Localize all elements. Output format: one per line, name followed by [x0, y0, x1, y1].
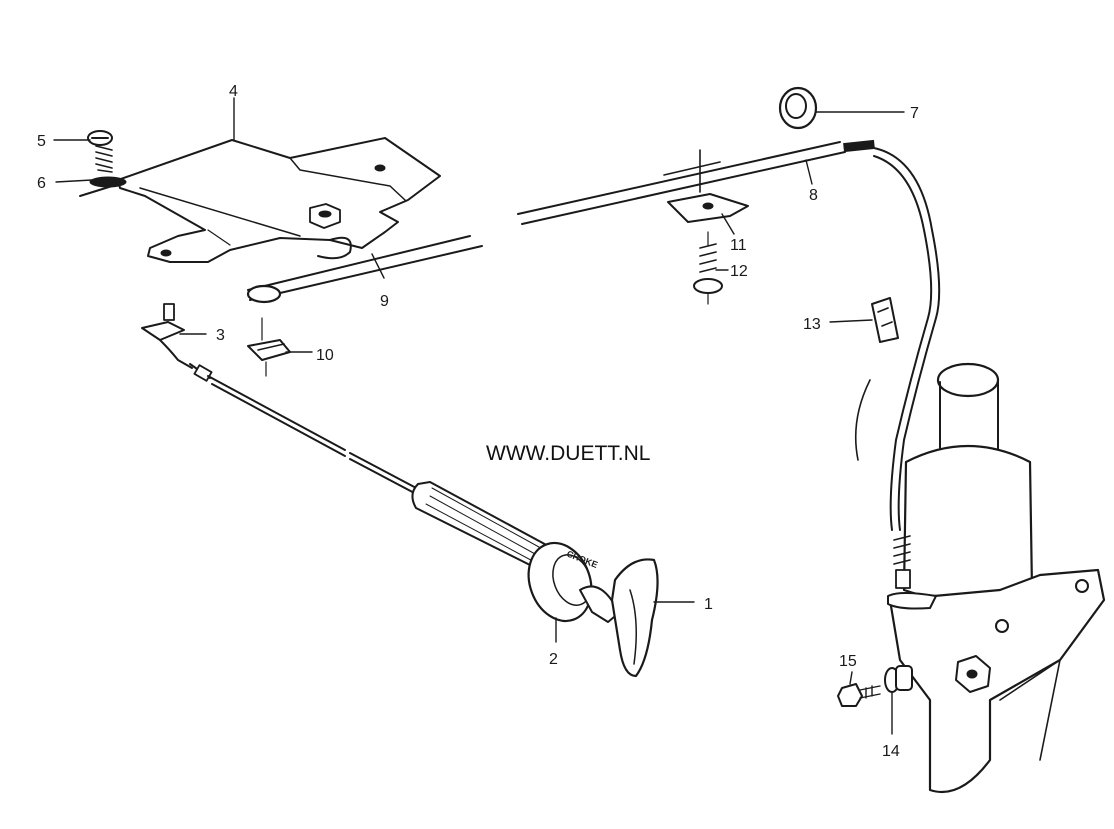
- callout-10: 10: [316, 347, 334, 364]
- bracket-screw-and-washer: [79, 130, 127, 197]
- cable-end-fitting: [141, 303, 193, 369]
- cable-clip: [247, 317, 291, 377]
- callout-8: 8: [809, 187, 818, 204]
- callout-14: 14: [882, 743, 900, 760]
- choke-knob: [579, 558, 659, 678]
- callout-7: 7: [910, 105, 919, 122]
- watermark-text: WWW.DUETT.NL: [486, 442, 650, 465]
- callout-9: 9: [380, 293, 389, 310]
- lever-screw: [837, 683, 881, 707]
- callout-15: 15: [839, 653, 857, 670]
- inner-cable-9: [246, 235, 483, 304]
- lever-washer: [884, 665, 913, 693]
- callout-13: 13: [803, 316, 821, 333]
- callout-2: 2: [549, 651, 558, 668]
- callout-1: 1: [704, 596, 713, 613]
- callout-4: 4: [229, 83, 238, 100]
- choke-cable: [189, 363, 553, 571]
- callout-3: 3: [216, 327, 225, 344]
- callout-6: 6: [37, 175, 46, 192]
- callout-labels: 1 2 3 4 5 6 7 8 9 10 11 12 13 14 15: [37, 83, 919, 760]
- mounting-bracket: [117, 137, 441, 263]
- outer-cable-8: [517, 139, 941, 531]
- choke-bezel: CHOKE: [527, 541, 599, 623]
- leader-lines: [53, 97, 905, 735]
- grommet: [778, 86, 818, 130]
- spring-clip: [871, 297, 899, 343]
- cable-clamp: [667, 193, 749, 223]
- callout-12: 12: [730, 263, 748, 280]
- carburettor: [887, 362, 1106, 794]
- callout-5: 5: [37, 133, 46, 150]
- clamp-screw: [693, 231, 723, 305]
- callout-11: 11: [730, 237, 747, 254]
